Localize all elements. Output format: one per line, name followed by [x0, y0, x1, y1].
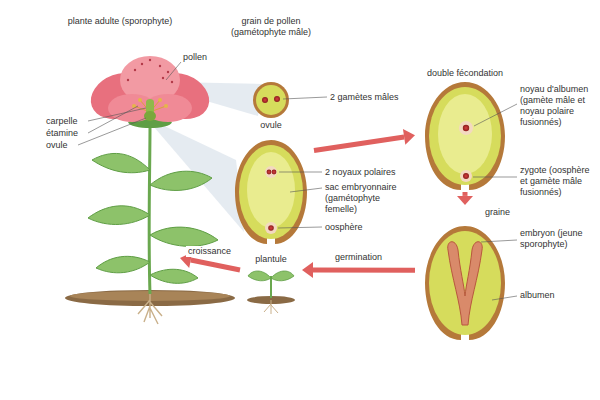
pollen-grain: grain de pollen (gamétophyte mâle)	[225, 14, 317, 82]
part-label: sac embryonnaire (gamétophyte femelle)	[325, 182, 410, 215]
part-label: ovule	[46, 140, 78, 151]
part-label: carpelle	[46, 116, 88, 127]
seed-figure: graine	[415, 205, 515, 350]
part-label: pollen	[183, 52, 223, 63]
plant-figure: plante adulte (sporophyte)	[60, 14, 180, 294]
part-label: noyau d'albumen (gamète mâle et noyau po…	[520, 84, 598, 128]
ovule-figure: ovule	[228, 118, 314, 248]
part-label: 2 noyaux polaires	[325, 167, 415, 178]
seedling-figure: plantule	[240, 252, 302, 312]
arrow-label: croissance	[186, 246, 233, 257]
part-label: 2 gamètes mâles	[330, 92, 410, 103]
node-heading: ovule	[228, 118, 314, 133]
arrow-label: germination	[333, 252, 384, 263]
part-label: albumen	[520, 290, 580, 301]
part-label: embryon (jeune sporophyte)	[520, 228, 598, 250]
fertilized-ovule: double fécondation	[415, 66, 515, 192]
part-label: zygote (oosphère et gamète mâle fusionné…	[520, 165, 598, 198]
part-label: oosphère	[325, 222, 385, 233]
node-heading: graine	[415, 205, 515, 220]
cycle-arrow	[314, 129, 415, 150]
cycle-arrow	[302, 262, 415, 278]
part-label: étamine	[46, 128, 88, 139]
node-heading: plantule	[240, 252, 302, 267]
node-heading: grain de pollen (gamétophyte mâle)	[225, 14, 317, 40]
cycle-arrow	[457, 192, 473, 205]
node-heading: double fécondation	[415, 66, 515, 81]
node-heading: plante adulte (sporophyte)	[60, 14, 180, 29]
